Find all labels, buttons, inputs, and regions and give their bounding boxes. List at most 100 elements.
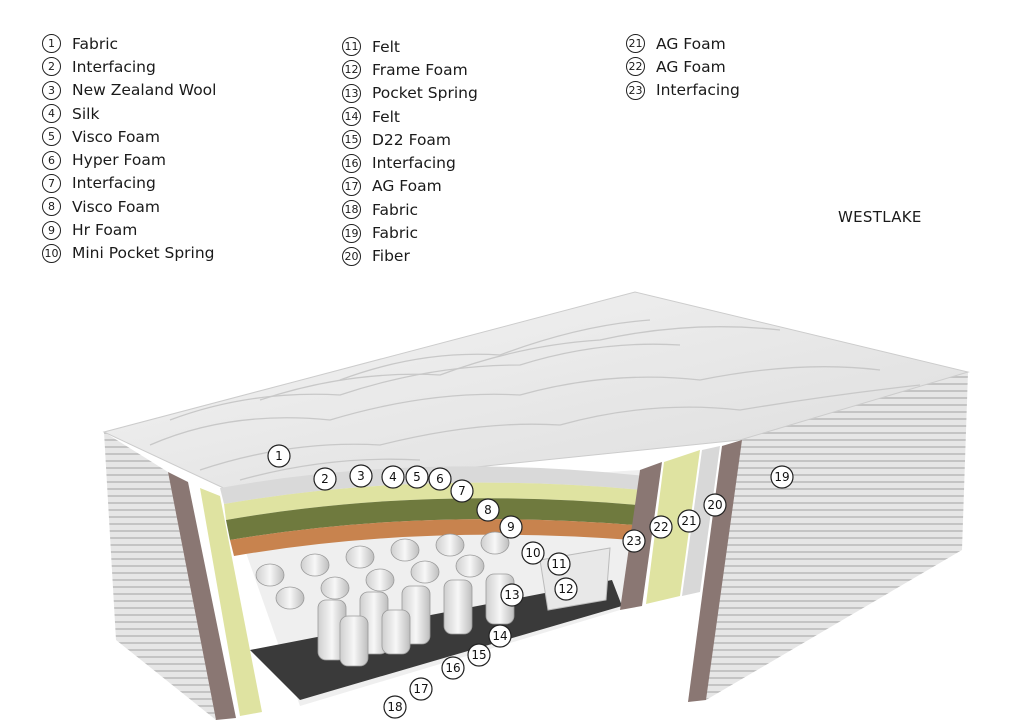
legend-label: Felt xyxy=(372,107,400,126)
legend-label: AG Foam xyxy=(656,57,726,76)
callout-number: 4 xyxy=(389,470,397,484)
number-badge: 12 xyxy=(342,60,361,80)
legend-label: Visco Foam xyxy=(72,127,161,146)
legend-item: 4 Silk xyxy=(42,102,216,125)
callout-circle xyxy=(409,677,433,701)
legend-label: Interfacing xyxy=(72,57,156,76)
number-badge: 19 xyxy=(342,223,361,243)
legend-label: Visco Foam xyxy=(72,197,161,216)
legend-item: 5 Visco Foam xyxy=(42,125,216,148)
number-badge: 18 xyxy=(342,200,361,220)
brand-label: WESTLAKE xyxy=(838,208,922,226)
number-badge: 16 xyxy=(342,153,361,173)
callout-circle xyxy=(703,493,727,517)
mattress-right-side xyxy=(706,372,968,700)
callout-circle xyxy=(677,509,701,533)
callout-number: 9 xyxy=(507,520,515,534)
callout-circle xyxy=(313,467,337,491)
callout-circle xyxy=(405,465,429,489)
callout-numbers: 1 2 3 4 5 6 7 8 9 10 11 12 13 14 15 16 1… xyxy=(275,449,789,714)
legend-label: Fabric xyxy=(72,34,119,53)
callout-circle xyxy=(622,529,646,553)
callout-circle xyxy=(267,444,291,468)
number-badge: 11 xyxy=(342,37,361,57)
callout-circle xyxy=(500,583,524,607)
legend-label: New Zealand Wool xyxy=(72,81,217,100)
legend-item: 18 Fabric xyxy=(342,198,478,221)
callout-circle xyxy=(441,656,465,680)
legend-label: Hr Foam xyxy=(72,221,138,240)
legend-label: Interfacing xyxy=(72,174,156,193)
number-badge: 7 xyxy=(42,173,61,193)
callout-number: 2 xyxy=(321,472,329,486)
number-badge: 2 xyxy=(42,57,61,77)
callout-number: 3 xyxy=(357,469,365,483)
callout-number: 12 xyxy=(558,582,573,596)
layer-felt-front xyxy=(168,472,236,720)
quilt-pattern xyxy=(149,319,921,481)
callout-circle xyxy=(450,479,474,503)
number-badge: 6 xyxy=(42,150,61,170)
legend-label: Interfacing xyxy=(372,154,456,173)
number-badge: 14 xyxy=(342,107,361,127)
callout-circle xyxy=(349,464,373,488)
legend-label: Mini Pocket Spring xyxy=(72,244,215,263)
layer-fiber-right xyxy=(688,440,742,702)
callout-number: 5 xyxy=(413,470,421,484)
number-badge: 10 xyxy=(42,243,61,263)
legend-label: Hyper Foam xyxy=(72,151,166,170)
legend-label: Fabric xyxy=(372,224,419,243)
callout-number: 10 xyxy=(525,546,540,560)
callout-number: 23 xyxy=(626,534,641,548)
number-badge: 4 xyxy=(42,104,61,124)
mattress-top-surface xyxy=(102,291,970,493)
legend-label: Felt xyxy=(372,37,400,56)
legend-label: D22 Foam xyxy=(372,130,452,149)
legend-label: Silk xyxy=(72,104,100,123)
number-badge: 22 xyxy=(626,57,645,77)
callout-number: 7 xyxy=(458,484,466,498)
number-badge: 3 xyxy=(42,80,61,100)
legend-label: AG Foam xyxy=(656,34,726,53)
layer-base-foam xyxy=(250,580,622,700)
legend-item: 20 Fiber xyxy=(342,245,478,268)
number-badge: 21 xyxy=(626,34,645,54)
layer-hr-foam-band xyxy=(230,519,634,556)
callout-number: 11 xyxy=(551,557,566,571)
callout-number: 8 xyxy=(484,503,492,517)
mattress-left-side xyxy=(104,432,216,720)
layer-interfacing-front xyxy=(200,488,262,716)
callouts xyxy=(267,444,794,719)
callout-number: 22 xyxy=(653,520,668,534)
callout-circle xyxy=(547,552,571,576)
layer-ag-foam-right-2 xyxy=(682,446,720,596)
legend-label: Fiber xyxy=(372,247,410,266)
legend-item: 22 AG Foam xyxy=(626,55,740,78)
number-badge: 5 xyxy=(42,127,61,147)
legend-item: 6 Hyper Foam xyxy=(42,148,216,171)
callout-circle xyxy=(770,465,794,489)
callout-circle xyxy=(428,467,452,491)
callout-circle xyxy=(521,541,545,565)
legend-label: Interfacing xyxy=(656,81,740,100)
callout-number: 20 xyxy=(707,498,722,512)
legend-item: 2 Interfacing xyxy=(42,55,216,78)
callout-number: 14 xyxy=(492,629,507,643)
layer-visco-foam-band xyxy=(224,482,642,520)
callout-number: 17 xyxy=(413,682,428,696)
legend-item: 10 Mini Pocket Spring xyxy=(42,242,216,265)
legend-label: Fabric xyxy=(372,200,419,219)
legend-item: 3 New Zealand Wool xyxy=(42,79,216,102)
number-badge: 20 xyxy=(342,246,361,266)
number-badge: 8 xyxy=(42,197,61,217)
callout-circle xyxy=(554,577,578,601)
callout-number: 16 xyxy=(445,661,460,675)
